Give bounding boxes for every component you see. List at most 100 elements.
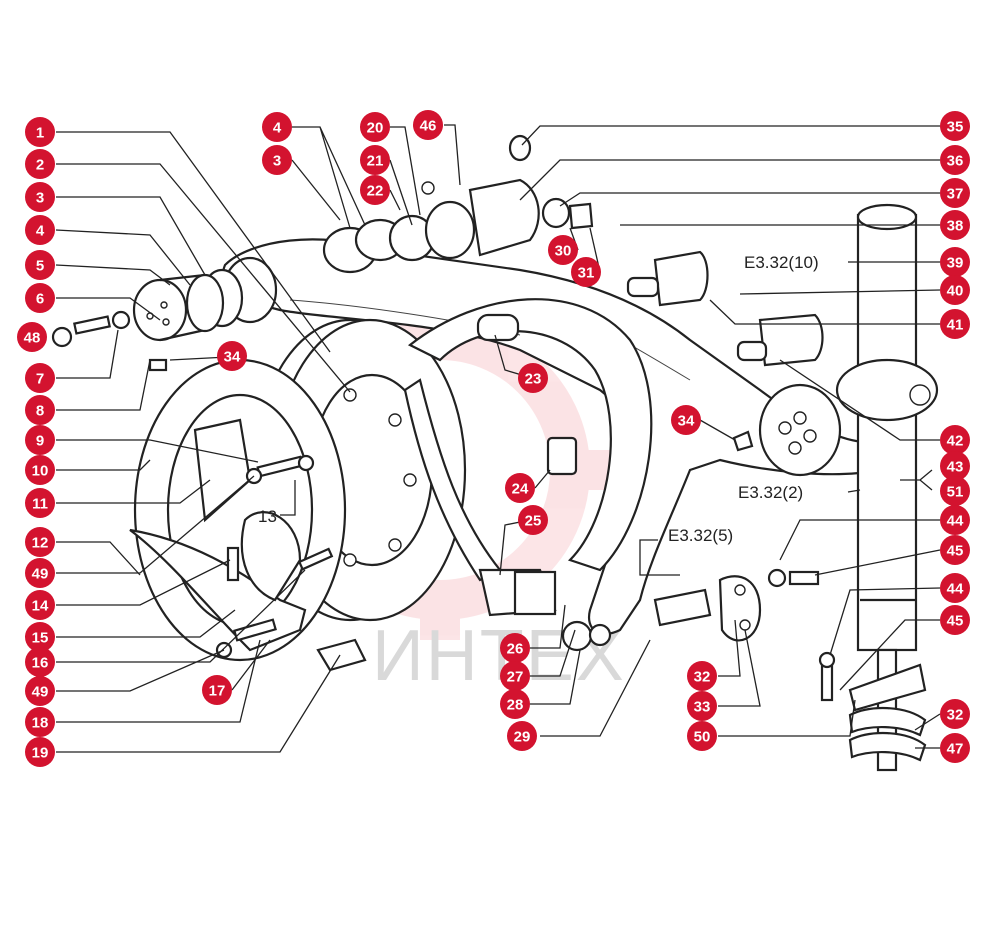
- callout-46: 46: [420, 118, 437, 135]
- callout-29-marker: [507, 721, 537, 751]
- callout-24-marker: [505, 473, 535, 503]
- callout-4: 4: [273, 120, 282, 137]
- callout-7-marker: [25, 363, 55, 393]
- callout-35: 35: [947, 119, 964, 136]
- callout-50: 50: [694, 729, 711, 746]
- callout-28-marker: [500, 689, 530, 719]
- callout-17-marker: [202, 675, 232, 705]
- callout-30-marker: [548, 235, 578, 265]
- callout-49: 49: [32, 566, 49, 583]
- callout-9: 9: [36, 433, 44, 450]
- callout-19-marker: [25, 737, 55, 767]
- callout-5-marker: [25, 250, 55, 280]
- callout-35-marker: [940, 111, 970, 141]
- callout-34: 34: [224, 349, 241, 366]
- callout-21: 21: [367, 153, 384, 170]
- callout-23-marker: [518, 363, 548, 393]
- callout-38-marker: [940, 210, 970, 240]
- callout-42-marker: [940, 425, 970, 455]
- callout-22: 22: [367, 183, 384, 200]
- callout-17: 17: [209, 683, 226, 700]
- reference-labels: E3.32(10) E3.32(2) E3.32(5) 13: [258, 253, 819, 545]
- callout-32: 32: [947, 707, 964, 724]
- callout-6: 6: [36, 291, 44, 308]
- callout-1: 1: [36, 125, 44, 142]
- callout-47-marker: [940, 733, 970, 763]
- callout-25-marker: [518, 505, 548, 535]
- callout-36-marker: [940, 145, 970, 175]
- callout-7: 7: [36, 371, 44, 388]
- callout-20-marker: [360, 112, 390, 142]
- parts-drawing: [51, 134, 939, 772]
- callout-33-marker: [687, 691, 717, 721]
- callout-45: 45: [947, 613, 964, 630]
- callout-24: 24: [512, 481, 529, 498]
- callout-16: 16: [32, 655, 49, 672]
- callout-49: 49: [32, 684, 49, 701]
- callout-8-marker: [25, 395, 55, 425]
- callout-15-marker: [25, 622, 55, 652]
- callout-32-marker: [940, 699, 970, 729]
- callout-39-marker: [940, 247, 970, 277]
- callout-2: 2: [36, 157, 44, 174]
- callout-18-marker: [25, 707, 55, 737]
- callout-33: 33: [694, 699, 711, 716]
- callout-31-marker: [571, 257, 601, 287]
- ref-label-e3-32-2: E3.32(2): [738, 483, 803, 502]
- callout-9-marker: [25, 425, 55, 455]
- callout-39: 39: [947, 255, 964, 272]
- callout-38: 38: [947, 218, 964, 235]
- callout-2-marker: [25, 149, 55, 179]
- callout-50-marker: [687, 721, 717, 751]
- callout-12: 12: [32, 535, 49, 552]
- callout-6-marker: [25, 283, 55, 313]
- ref-label-13: 13: [258, 507, 277, 526]
- callout-34-marker: [671, 405, 701, 435]
- callout-45: 45: [947, 543, 964, 560]
- callout-14: 14: [32, 598, 49, 615]
- callout-31: 31: [578, 265, 595, 282]
- callout-44: 44: [947, 581, 964, 598]
- callout-5: 5: [36, 258, 44, 275]
- callout-4-marker: [25, 215, 55, 245]
- callout-41-marker: [940, 309, 970, 339]
- callout-20: 20: [367, 120, 384, 137]
- callout-45-marker: [940, 535, 970, 565]
- callout-51: 51: [947, 484, 964, 501]
- callout-8: 8: [36, 403, 44, 420]
- callout-18: 18: [32, 715, 49, 732]
- callout-37: 37: [947, 186, 964, 203]
- callout-34-marker: [217, 341, 247, 371]
- leader-lines: [55, 124, 941, 753]
- callout-44-marker: [940, 505, 970, 535]
- callout-11-marker: [25, 488, 55, 518]
- callout-47: 47: [947, 741, 964, 758]
- callout-34: 34: [678, 413, 695, 430]
- callout-37-marker: [940, 178, 970, 208]
- callout-40-marker: [940, 275, 970, 305]
- callout-29: 29: [514, 729, 531, 746]
- callout-32: 32: [694, 669, 711, 686]
- callout-40: 40: [947, 283, 964, 300]
- callout-43-marker: [940, 451, 970, 481]
- callout-3-marker: [262, 145, 292, 175]
- callout-15: 15: [32, 630, 49, 647]
- callout-16-marker: [25, 647, 55, 677]
- callout-32-marker: [687, 661, 717, 691]
- callout-12-marker: [25, 527, 55, 557]
- callout-3-marker: [25, 182, 55, 212]
- callout-22-marker: [360, 175, 390, 205]
- callout-26-marker: [500, 633, 530, 663]
- callout-28: 28: [507, 697, 524, 714]
- callout-11: 11: [32, 496, 48, 513]
- callout-10: 10: [32, 463, 49, 480]
- callout-42: 42: [947, 433, 964, 450]
- callout-49-marker: [25, 558, 55, 588]
- callout-21-marker: [360, 145, 390, 175]
- callout-10-marker: [25, 455, 55, 485]
- callout-30: 30: [555, 243, 572, 260]
- callout-27-marker: [500, 661, 530, 691]
